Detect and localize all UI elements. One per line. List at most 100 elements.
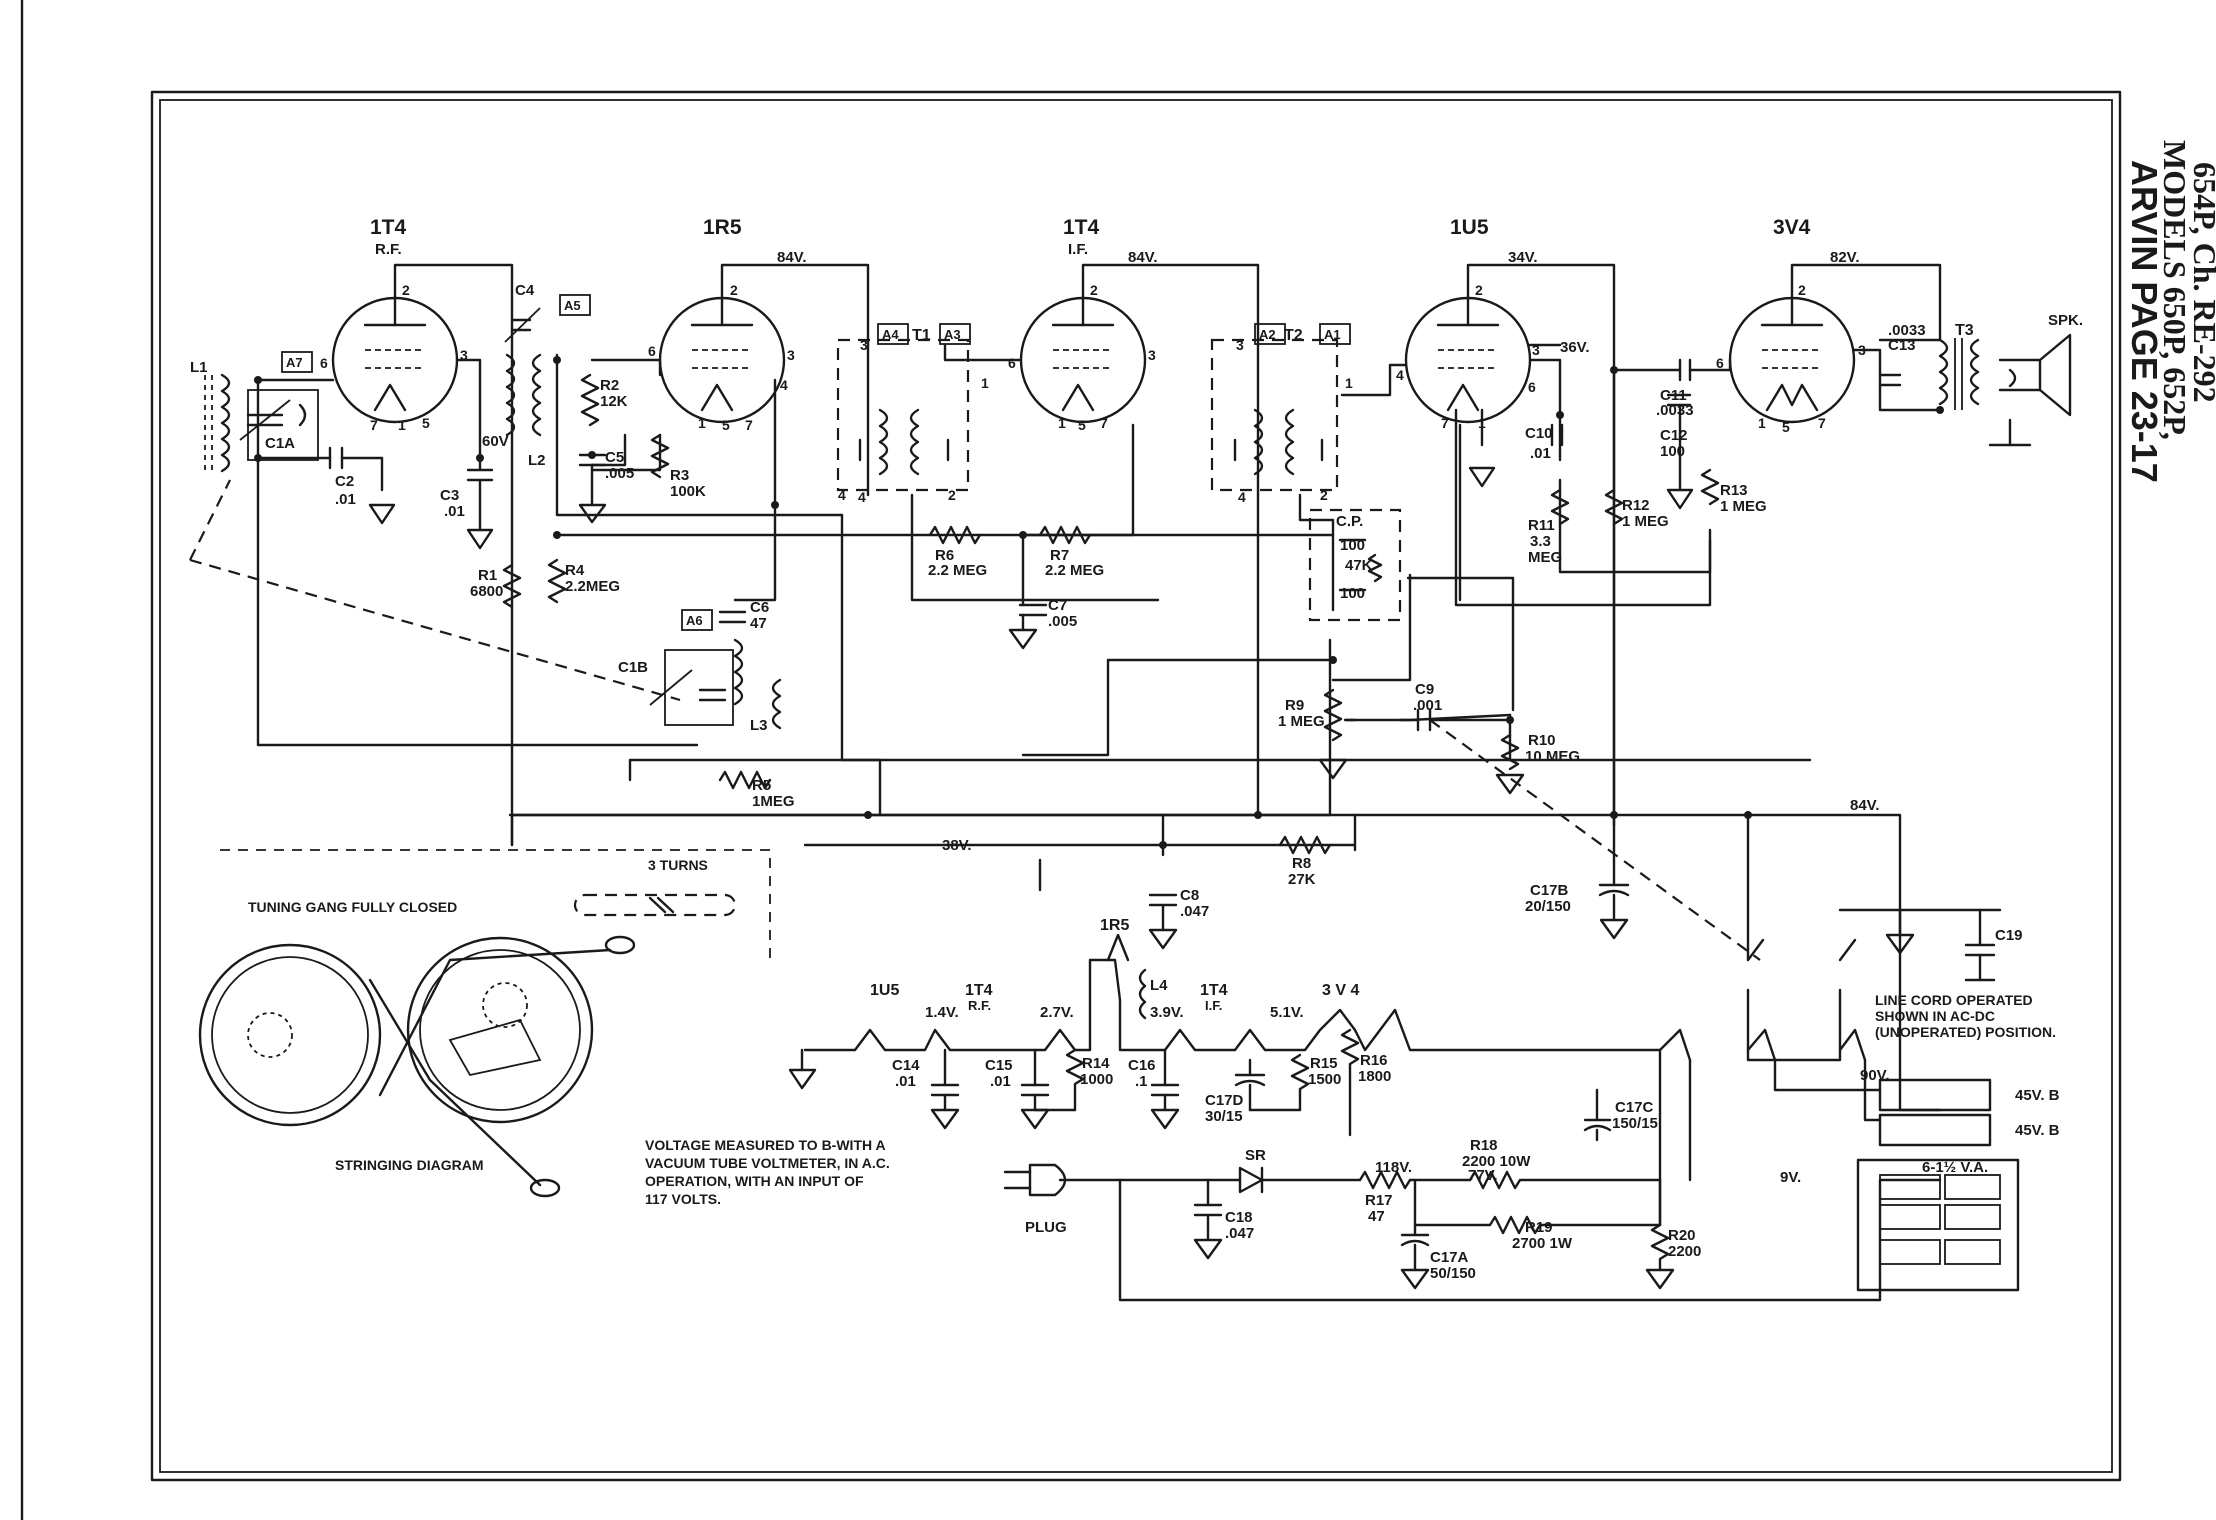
resistor-r3	[650, 433, 670, 479]
svg-text:47: 47	[1368, 1208, 1385, 1225]
svg-text:R4: R4	[565, 562, 585, 579]
voltage-note: VOLTAGE MEASURED TO B-WITH A VACUUM TUBE…	[645, 1137, 890, 1207]
svg-text:R2: R2	[600, 377, 619, 394]
svg-text:6: 6	[1008, 355, 1016, 371]
svg-text:1 MEG: 1 MEG	[1720, 498, 1767, 515]
svg-text:C18: C18	[1225, 1209, 1253, 1226]
svg-text:.0033: .0033	[1888, 322, 1926, 339]
svg-text:A5: A5	[564, 298, 581, 313]
svg-text:T3: T3	[1955, 322, 1974, 339]
svg-text:1: 1	[1758, 415, 1766, 431]
tuning-gang-note: TUNING GANG FULLY CLOSED	[248, 899, 457, 915]
wires-upper	[256, 263, 1942, 1112]
svg-text:84V.: 84V.	[777, 249, 806, 266]
svg-text:1: 1	[1058, 415, 1066, 431]
svg-text:150/15: 150/15	[1612, 1115, 1658, 1132]
svg-text:5: 5	[422, 415, 430, 431]
svg-text:C.P.: C.P.	[1336, 513, 1363, 530]
svg-text:.01: .01	[1530, 445, 1551, 462]
svg-text:SHOWN IN AC-DC: SHOWN IN AC-DC	[1875, 1008, 1995, 1024]
svg-text:7: 7	[370, 417, 378, 433]
svg-text:C3: C3	[440, 487, 459, 504]
svg-text:3: 3	[1236, 337, 1244, 353]
svg-text:3: 3	[1148, 347, 1156, 363]
svg-text:.1: .1	[1135, 1073, 1148, 1090]
models-line-1: MODELS 650P, 652P,	[2157, 140, 2193, 440]
svg-text:R.F.: R.F.	[968, 998, 991, 1013]
resistor-r7	[1038, 525, 1092, 545]
svg-text:L4: L4	[1150, 977, 1168, 994]
tube-func-v3: I.F.	[1068, 241, 1088, 258]
svg-text:R7: R7	[1050, 547, 1069, 564]
capacitor-c12	[1666, 393, 1694, 510]
switch-block	[1658, 908, 2020, 1292]
svg-text:R6: R6	[935, 547, 954, 564]
title-block: ARVIN PAGE 23-17 MODELS 650P, 652P, 654P…	[2124, 140, 2216, 483]
svg-text:1: 1	[698, 415, 706, 431]
svg-text:I.F.: I.F.	[1205, 998, 1222, 1013]
svg-text:.01: .01	[444, 503, 465, 520]
svg-text:R12: R12	[1622, 497, 1650, 514]
svg-text:34V.: 34V.	[1508, 249, 1537, 266]
capacitor-c17b	[1598, 883, 1630, 940]
svg-text:27K: 27K	[1288, 871, 1316, 888]
svg-text:82V.: 82V.	[1830, 249, 1859, 266]
svg-text:10 MEG: 10 MEG	[1525, 748, 1580, 765]
svg-text:L1: L1	[190, 359, 208, 376]
svg-text:R15: R15	[1310, 1055, 1338, 1072]
coil-l1	[204, 373, 231, 473]
svg-text:R9: R9	[1285, 697, 1304, 714]
resistor-r1	[502, 563, 522, 609]
svg-text:T1: T1	[912, 327, 931, 344]
svg-text:1800: 1800	[1358, 1068, 1391, 1085]
svg-text:36V.: 36V.	[1560, 339, 1589, 356]
capacitor-c11	[1678, 358, 1692, 382]
capacitor-c8	[1148, 893, 1178, 950]
svg-text:1: 1	[981, 375, 989, 391]
resistor-r5	[718, 770, 772, 790]
capacitor-c5	[578, 453, 607, 524]
svg-text:C1A: C1A	[265, 435, 295, 452]
capacitor-c10	[1468, 423, 1564, 488]
svg-text:T2: T2	[1284, 327, 1303, 344]
svg-text:2: 2	[1475, 282, 1483, 298]
svg-text:20/150: 20/150	[1525, 898, 1571, 915]
tube-v3	[1019, 296, 1147, 424]
svg-text:R5: R5	[752, 777, 771, 794]
svg-text:2.2MEG: 2.2MEG	[565, 578, 620, 595]
svg-text:6: 6	[320, 355, 328, 371]
svg-text:2: 2	[1090, 282, 1098, 298]
svg-text:C17C: C17C	[1615, 1099, 1654, 1116]
svg-text:R20: R20	[1668, 1227, 1696, 1244]
svg-text:1 MEG: 1 MEG	[1622, 513, 1669, 530]
svg-text:1T4: 1T4	[965, 982, 993, 999]
svg-text:7: 7	[1100, 415, 1108, 431]
svg-text:C6: C6	[750, 599, 769, 616]
svg-text:45V. B: 45V. B	[2015, 1122, 2060, 1139]
svg-text:C16: C16	[1128, 1057, 1156, 1074]
svg-text:3.9V.: 3.9V.	[1150, 1004, 1184, 1021]
svg-text:.01: .01	[990, 1073, 1011, 1090]
svg-text:84V.: 84V.	[1128, 249, 1157, 266]
svg-text:C14: C14	[892, 1057, 920, 1074]
svg-text:C9: C9	[1415, 681, 1434, 698]
svg-text:A7: A7	[286, 355, 303, 370]
svg-text:R14: R14	[1082, 1055, 1110, 1072]
svg-text:C19: C19	[1995, 927, 2023, 944]
svg-text:A4: A4	[882, 327, 899, 342]
svg-text:100K: 100K	[670, 483, 706, 500]
tube-label-v1: 1T4	[370, 216, 407, 239]
tube-func-v1: R.F.	[375, 241, 402, 258]
svg-text:118V.: 118V.	[1375, 1159, 1412, 1176]
stringing-diagram	[198, 849, 771, 1198]
svg-text:5.1V.: 5.1V.	[1270, 1004, 1304, 1021]
svg-text:2.2 MEG: 2.2 MEG	[928, 562, 987, 579]
svg-text:1MEG: 1MEG	[752, 793, 795, 810]
power-supply	[1003, 1048, 1942, 1302]
svg-text:C15: C15	[985, 1057, 1013, 1074]
svg-text:1000: 1000	[1080, 1071, 1113, 1088]
svg-text:3: 3	[460, 347, 468, 363]
resistor-r6	[928, 525, 982, 545]
svg-text:OPERATION, WITH AN INPUT OF: OPERATION, WITH AN INPUT OF	[645, 1173, 864, 1189]
svg-text:R11: R11	[1528, 517, 1555, 534]
